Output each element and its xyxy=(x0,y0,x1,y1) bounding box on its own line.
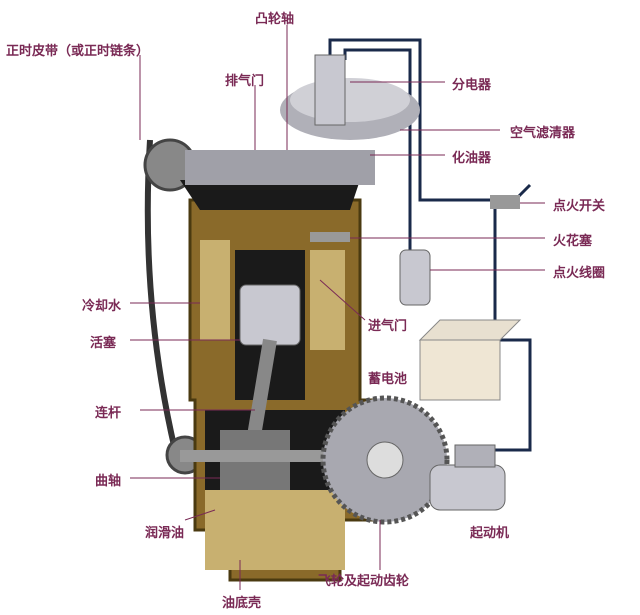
ignition-coil xyxy=(399,249,431,306)
label-distributor: 分电器 xyxy=(452,78,492,93)
label-battery: 蓄电池 xyxy=(368,372,408,387)
coolant-right xyxy=(310,250,345,350)
label-ignition-switch: 点火开关 xyxy=(553,199,606,214)
label-ignition-coil: 点火线圈 xyxy=(553,266,606,281)
oil xyxy=(205,490,345,570)
label-oil-pan: 油底壳 xyxy=(222,596,262,611)
label-connecting-rod: 连杆 xyxy=(95,406,122,421)
ignition-switch xyxy=(490,195,520,209)
label-intake-valve: 进气门 xyxy=(368,319,408,334)
coolant-left xyxy=(200,240,230,340)
label-coolant: 冷却水 xyxy=(82,299,122,314)
label-starter: 起动机 xyxy=(470,526,510,541)
piston xyxy=(239,284,301,346)
label-spark-plug: 火花塞 xyxy=(553,234,593,249)
label-air-filter: 空气滤清器 xyxy=(510,126,576,141)
battery xyxy=(419,339,501,401)
leader-lines xyxy=(130,25,545,590)
label-piston: 活塞 xyxy=(90,336,117,351)
label-crankshaft: 曲轴 xyxy=(95,474,122,489)
label-exhaust-valve: 排气门 xyxy=(225,74,265,89)
distributor xyxy=(314,54,346,126)
spark-plug xyxy=(310,232,350,242)
label-flywheel: 飞轮及起动齿轮 xyxy=(318,574,410,589)
label-timing-belt: 正时皮带（或正时链条） xyxy=(6,44,150,59)
timing-belt xyxy=(144,139,178,451)
starter xyxy=(429,464,506,511)
camshaft xyxy=(185,150,375,185)
label-camshaft: 凸轮轴 xyxy=(255,12,295,27)
label-carburetor: 化油器 xyxy=(452,151,492,166)
label-lubricating-oil: 润滑油 xyxy=(145,526,185,541)
